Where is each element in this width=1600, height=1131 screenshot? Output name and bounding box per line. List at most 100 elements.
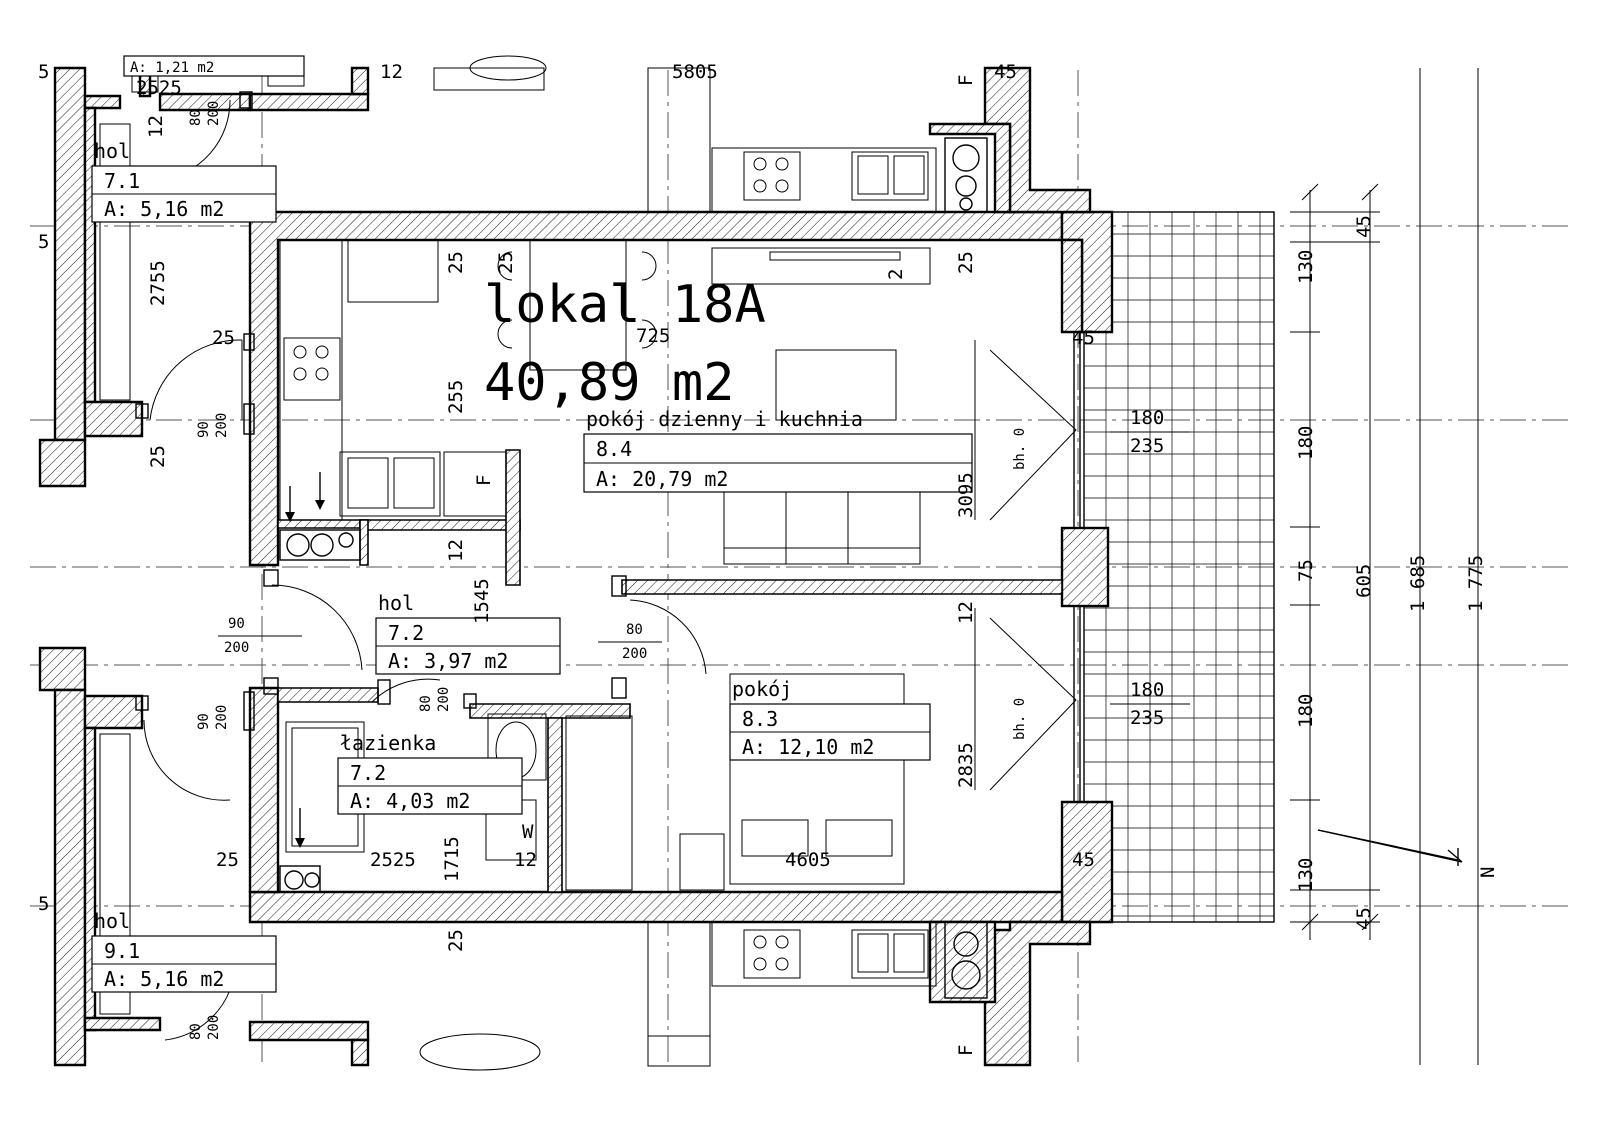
dim-25-g: 25 <box>445 929 467 952</box>
neighbor-bottom-name: hol <box>94 909 130 933</box>
room-label-bathroom: łazienka 7.2 A: 4,03 m2 <box>337 731 523 815</box>
dim-180-top: 180 <box>1295 426 1317 460</box>
room-label-neighbor-bottom: hol 9.1 A: 5,16 m2 <box>91 909 277 993</box>
neighbor-top-name: hol <box>94 139 130 163</box>
neighbor-walls <box>38 66 1092 1067</box>
dim-3095: 3095 <box>955 472 977 518</box>
dim-12-bath: 12 <box>514 849 537 871</box>
dim-45-window-top: 45 <box>1072 327 1095 349</box>
room-hall-number: 7.2 <box>388 621 424 645</box>
door-size-labels: 90 200 80 200 90 200 90 200 80 200 80 20… <box>188 101 662 1040</box>
right-dimension-lines <box>1290 68 1479 1065</box>
ventilation-shafts <box>279 137 988 999</box>
dim-255: 255 <box>445 380 467 414</box>
door-swings <box>135 91 707 1041</box>
room-living-name: pokój dzienny i kuchnia <box>586 407 863 431</box>
door-a-height: 200 <box>224 640 249 656</box>
window-height-bottom: 235 <box>1130 707 1164 729</box>
window-width-bottom: 180 <box>1130 679 1164 701</box>
dim-605: 605 <box>1353 564 1375 598</box>
door-g-height: 200 <box>436 687 452 712</box>
dimension-labels: 725 4605 2525 2525 5805 12 25 25 45 45 4… <box>38 61 1190 915</box>
dim-5805: 5805 <box>672 61 718 83</box>
dim-25-e: 25 <box>955 251 977 274</box>
room-label-neighbor-top: hol 7.1 A: 5,16 m2 <box>91 139 277 223</box>
dim-5-b: 5 <box>38 231 49 253</box>
door-b-height: 200 <box>622 646 647 662</box>
fridge-marker-top: F <box>955 75 977 86</box>
room-bathroom-number: 7.2 <box>350 761 386 785</box>
door-g-width: 80 <box>418 695 434 712</box>
dim-2525-bottom: 2525 <box>370 849 416 871</box>
door-a-width: 90 <box>228 616 245 632</box>
dim-45-right-top: 45 <box>1353 215 1375 238</box>
dim-2: 2 <box>885 269 907 280</box>
door-e-height: 200 <box>206 101 222 126</box>
door-d-height: 200 <box>214 705 230 730</box>
dim-1545: 1545 <box>471 578 493 624</box>
dim-2755: 2755 <box>147 260 169 306</box>
neighbor-partial-label: A: 1,21 m2 <box>123 55 305 77</box>
dim-130-top: 130 <box>1295 250 1317 284</box>
room-hall-name: hol <box>378 591 414 615</box>
door-e-width: 80 <box>188 109 204 126</box>
room-label-hall: hol 7.2 A: 3,97 m2 <box>375 591 561 675</box>
dim-1715: 1715 <box>441 836 463 882</box>
fridge-marker-kitchen: F <box>473 475 495 486</box>
partial-area-text: A: 1,21 m2 <box>130 60 214 76</box>
door-d-width: 90 <box>196 713 212 730</box>
window-width-top: 180 <box>1130 407 1164 429</box>
door-f-height: 200 <box>206 1015 222 1040</box>
dim-12-e: 12 <box>955 601 977 624</box>
dim-130-bottom: 130 <box>1295 858 1317 892</box>
unit-area: 40,89 m2 <box>484 353 734 413</box>
room-bedroom-name: pokój <box>732 677 792 701</box>
dim-25-d: 25 <box>495 251 517 274</box>
drop-arrows <box>285 472 325 848</box>
room-bedroom-number: 8.3 <box>742 707 778 731</box>
bedroom-bath-furniture <box>285 673 905 891</box>
neighbor-top-area: A: 5,16 m2 <box>104 197 224 221</box>
dim-2525-top: 2525 <box>136 77 182 99</box>
door-c-width: 90 <box>196 421 212 438</box>
vertical-dimension-labels: 255 25 25 25 25 25 12 12 12 1545 3095 28… <box>145 75 1487 1056</box>
room-living-area: A: 20,79 m2 <box>596 467 728 491</box>
door-f-width: 80 <box>188 1023 204 1040</box>
neighbor-bottom-area: A: 5,16 m2 <box>104 967 224 991</box>
unit-name: lokal 18A <box>484 275 766 335</box>
dim-725: 725 <box>636 325 670 347</box>
dim-2835: 2835 <box>955 742 977 788</box>
dim-12-d: 12 <box>145 115 167 138</box>
dim-45-window-bottom: 45 <box>1072 849 1095 871</box>
apartment-walls <box>248 210 1114 924</box>
dim-12-top: 12 <box>380 61 403 83</box>
door-c-height: 200 <box>214 413 230 438</box>
windows <box>974 332 1081 802</box>
room-bathroom-name: łazienka <box>340 731 436 755</box>
dim-25-c: 25 <box>445 251 467 274</box>
balcony-tiles <box>1083 211 1275 923</box>
dim-25-door: 25 <box>212 327 235 349</box>
room-living-number: 8.4 <box>596 437 632 461</box>
window-sill-top: bh. 0 <box>1012 428 1028 470</box>
door-b-width: 80 <box>626 622 643 638</box>
north-label: N <box>1477 867 1499 878</box>
north-arrow-icon: N <box>1317 829 1499 878</box>
room-label-living: pokój dzienny i kuchnia 8.4 A: 20,79 m2 <box>583 407 973 493</box>
dim-25-f: 25 <box>147 445 169 468</box>
dim-1775: 1 775 <box>1465 555 1487 612</box>
fridge-marker-bottom: F <box>955 1045 977 1056</box>
dim-5-a: 5 <box>38 61 49 83</box>
dim-4605: 4605 <box>785 849 831 871</box>
dim-5-c: 5 <box>38 893 49 915</box>
dim-75: 75 <box>1295 559 1317 582</box>
neighbor-bottom-number: 9.1 <box>104 939 140 963</box>
room-bedroom-area: A: 12,10 m2 <box>742 735 874 759</box>
dim-180-bottom: 180 <box>1295 694 1317 728</box>
room-hall-area: A: 3,97 m2 <box>388 649 508 673</box>
dim-12-c: 12 <box>445 539 467 562</box>
dim-1685: 1 685 <box>1407 555 1429 612</box>
wc-label: W <box>522 821 534 843</box>
room-bathroom-area: A: 4,03 m2 <box>350 789 470 813</box>
